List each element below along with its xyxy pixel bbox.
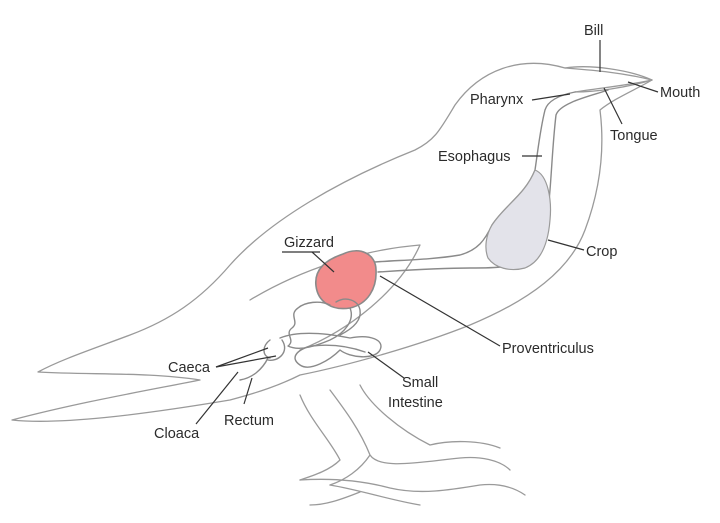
pharynx-leader <box>531 93 571 101</box>
small-intestine-coil-upper-b <box>335 298 361 336</box>
rectum-tube <box>239 357 269 381</box>
caeca-leader-a <box>215 347 269 368</box>
label-gizzard: Gizzard <box>284 235 334 251</box>
legs-outline <box>299 384 511 486</box>
mouth-leader <box>627 81 659 93</box>
label-small-intestine-line1: Small <box>402 375 438 391</box>
rectum-leader <box>243 377 253 405</box>
label-mouth: Mouth <box>660 85 700 101</box>
label-cloaca: Cloaca <box>154 426 200 442</box>
beak-outline <box>564 67 653 93</box>
crop-leader <box>547 239 585 251</box>
gizzard-organ <box>315 250 377 310</box>
label-tongue: Tongue <box>610 128 658 144</box>
label-pharynx: Pharynx <box>470 92 524 108</box>
caeca-leader-b <box>215 355 277 368</box>
label-small-intestine-line2: Intestine <box>388 395 443 411</box>
label-caeca: Caeca <box>168 360 211 376</box>
gizzard-leader <box>311 251 335 273</box>
label-esophagus: Esophagus <box>438 149 511 165</box>
cloaca-leader <box>195 371 239 425</box>
crop-shade <box>485 169 552 271</box>
bird-body-outline <box>11 62 653 422</box>
beak-lower-outline <box>574 79 653 93</box>
small-intestine-leader <box>367 351 405 379</box>
tongue-leader <box>603 87 623 125</box>
label-proventriculus: Proventriculus <box>502 341 594 357</box>
label-crop: Crop <box>586 244 617 260</box>
small-intestine-coil-upper <box>287 301 352 349</box>
proventriculus-leader <box>379 275 501 347</box>
feet-outline <box>299 478 526 506</box>
label-bill: Bill <box>584 23 603 39</box>
small-intestine-loop-lower <box>279 332 382 368</box>
label-rectum: Rectum <box>224 413 274 429</box>
wing-outline <box>249 244 421 351</box>
